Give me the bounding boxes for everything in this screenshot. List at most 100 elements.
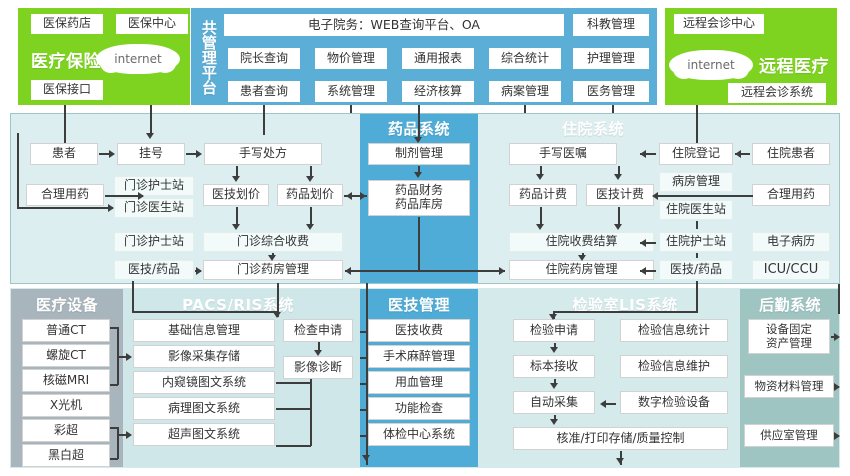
box-inpatient-nurse-station[interactable]: 住院护士站 [659, 232, 733, 252]
box-icu-ccu[interactable]: ICU/CCU [752, 260, 830, 280]
connector-platform-down-2 [263, 105, 265, 135]
box-medtech-drug-outpatient[interactable]: 医技/药品 [114, 260, 194, 280]
box-inpatient-patient[interactable]: 住院患者 [752, 143, 830, 165]
box-inpatient-pharmacy-mgmt[interactable]: 住院药房管理 [509, 260, 654, 280]
arrow-verify-down [616, 458, 624, 464]
box-drug-billing[interactable]: 药品计费 [509, 184, 577, 206]
connector-telemedicine-down [696, 105, 698, 143]
box-insurance-pharmacy[interactable]: 医保药店 [31, 14, 103, 34]
box-color-ultrasound[interactable]: 彩超 [22, 419, 110, 442]
arrow-left-spine [108, 204, 114, 212]
box-mri[interactable]: 核磁MRI [22, 369, 110, 392]
box-bw-ultrasound[interactable]: 黑白超 [22, 444, 110, 467]
connector-insurance-down [64, 105, 66, 143]
box-insurance-interface[interactable]: 医保接口 [31, 80, 103, 100]
box-teleconsult-center[interactable]: 远程会诊中心 [674, 14, 764, 34]
box-handwritten-prescription[interactable]: 手写处方 [204, 143, 322, 165]
connector-drugsys-left [345, 195, 367, 197]
box-system-mgmt[interactable]: 系统管理 [315, 81, 387, 102]
box-rational-drug-use-outpatient[interactable]: 合理用药 [26, 184, 104, 206]
arrow-material-out [834, 383, 840, 391]
box-medtech-billing[interactable]: 医技计费 [586, 184, 654, 206]
box-specimen-receipt[interactable]: 标本接收 [513, 355, 595, 378]
box-normal-ct[interactable]: 普通CT [22, 319, 110, 342]
box-spiral-ct[interactable]: 螺旋CT [22, 344, 110, 367]
box-inpatient-doctor-station[interactable]: 住院医生站 [659, 200, 733, 220]
box-outpatient-integrated-charge[interactable]: 门诊综合收费 [203, 232, 343, 252]
box-outpatient-doctor-station[interactable]: 门诊医生站 [114, 198, 194, 218]
box-medtech-drug-inpatient[interactable]: 医技/药品 [659, 260, 733, 280]
box-supply-room-mgmt[interactable]: 供应室管理 [744, 424, 834, 447]
connector-patient-admission [735, 153, 750, 155]
box-rational-drug-use-inpatient[interactable]: 合理用药 [752, 184, 830, 206]
box-handwritten-orders[interactable]: 手写医嘱 [509, 143, 617, 165]
box-outpatient-nurse-station-1[interactable]: 门诊护士站 [114, 176, 194, 196]
box-education-mgmt[interactable]: 科教管理 [573, 14, 649, 36]
box-patient-query[interactable]: 患者查询 [228, 81, 300, 102]
box-lab-request[interactable]: 检验申请 [513, 319, 595, 342]
box-economic-accounting[interactable]: 经济核算 [402, 81, 474, 102]
box-director-query[interactable]: 院长查询 [228, 48, 300, 69]
title-medtech-mgmt: 医技管理 [387, 295, 450, 314]
box-ward-mgmt[interactable]: 病房管理 [659, 172, 733, 192]
box-patient[interactable]: 患者 [30, 143, 98, 165]
cloud-label-internet-telemedicine: internet [687, 58, 735, 72]
connector-autocollect-verify [554, 415, 556, 421]
box-registration[interactable]: 挂号 [117, 143, 185, 165]
box-verify-print-quality[interactable]: 核准/打印存储/质量控制 [513, 427, 728, 450]
box-medical-affairs-mgmt[interactable]: 医务管理 [573, 81, 649, 102]
arrow-platform-down-1 [146, 133, 154, 139]
connector-equip-tick-3 [110, 427, 118, 429]
box-teleconsult-system[interactable]: 远程会诊系统 [728, 83, 826, 103]
box-integrated-stats[interactable]: 综合统计 [489, 48, 561, 69]
box-preparation-mgmt[interactable]: 制剂管理 [368, 143, 470, 165]
title-telemedicine: 远程医疗 [759, 56, 829, 77]
box-drug-pricing[interactable]: 药品划价 [277, 184, 343, 206]
box-pathology-system[interactable]: 病理图文系统 [133, 397, 275, 420]
box-emr[interactable]: 电子病历 [752, 232, 830, 252]
box-exam-request[interactable]: 检查申请 [283, 319, 353, 342]
box-auto-collection[interactable]: 自动采集 [513, 391, 595, 414]
box-price-mgmt[interactable]: 物价管理 [315, 48, 387, 69]
box-ultrasound-system[interactable]: 超声图文系统 [133, 423, 275, 446]
connector-patient-reg [99, 153, 110, 155]
connector-presc-medtech [236, 166, 238, 178]
box-medtech-pricing[interactable]: 医技划价 [203, 184, 269, 206]
box-nursing-mgmt[interactable]: 护理管理 [573, 48, 649, 69]
box-general-report[interactable]: 通用报表 [402, 48, 474, 69]
arrow-labreq-specimen [550, 347, 558, 353]
box-fixed-asset-mgmt[interactable]: 设备固定 资产管理 [748, 319, 830, 354]
box-insurance-center[interactable]: 医保中心 [116, 14, 188, 34]
connector-medtech-tick-2 [360, 357, 368, 359]
box-digital-lab-equipment[interactable]: 数字检验设备 [620, 391, 728, 414]
box-basic-info-mgmt[interactable]: 基础信息管理 [133, 319, 275, 342]
connector-drugsys-bus-h [345, 270, 505, 272]
connector-outp-medtech-down [132, 281, 134, 312]
connector-equip-tick-1 [110, 327, 118, 329]
connector-platform-down-3 [350, 105, 352, 113]
box-surgery-anesthesia-mgmt[interactable]: 手术麻醉管理 [368, 345, 470, 368]
box-eplatform-banner[interactable]: 电子院务：WEB查询平台、OA [224, 14, 564, 36]
arrow-medtech-charge [232, 224, 240, 230]
box-lab-info-stats[interactable]: 检验信息统计 [620, 319, 728, 342]
box-physical-exam-center[interactable]: 体检中心系统 [368, 423, 470, 446]
box-medtech-charge[interactable]: 医技收费 [368, 319, 470, 342]
connector-reg-prescription [186, 153, 197, 155]
box-blood-use-mgmt[interactable]: 用血管理 [368, 371, 470, 394]
box-image-capture-storage[interactable]: 影像采集存储 [133, 345, 275, 368]
box-image-diagnosis[interactable]: 影像诊断 [283, 356, 353, 379]
box-material-mgmt[interactable]: 物资材料管理 [744, 375, 834, 398]
box-admission-registration[interactable]: 住院登记 [659, 143, 733, 165]
box-xray[interactable]: X光机 [22, 394, 110, 417]
box-endoscopy-system[interactable]: 内窥镜图文系统 [133, 371, 275, 394]
box-medical-record-mgmt[interactable]: 病案管理 [489, 81, 561, 102]
arrow-bus-to-outpatient-pharmacy [345, 267, 351, 275]
arrow-equip-to-pacs-1 [126, 353, 132, 361]
arrow-medtechdrug-pharmacy [196, 267, 202, 275]
box-outpatient-pharmacy-mgmt[interactable]: 门诊药房管理 [203, 260, 343, 280]
box-drug-finance-warehouse[interactable]: 药品财务 药品库房 [368, 180, 470, 216]
box-lab-info-maintenance[interactable]: 检验信息维护 [620, 355, 728, 378]
box-outpatient-nurse-station-2[interactable]: 门诊护士站 [114, 232, 194, 252]
box-functional-exam[interactable]: 功能检查 [368, 397, 470, 420]
box-inpatient-settlement[interactable]: 住院收费结算 [509, 232, 654, 252]
